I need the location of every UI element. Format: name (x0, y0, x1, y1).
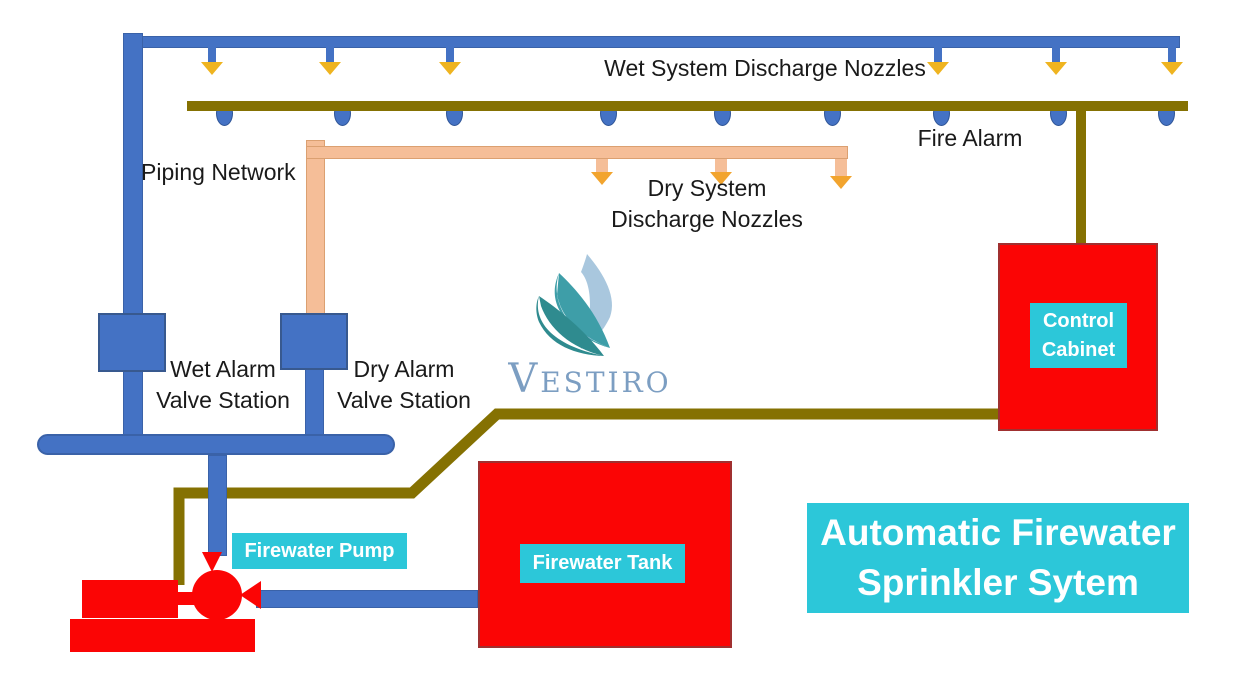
dry-valve-station-label: Dry Alarm Valve Station (328, 354, 480, 416)
fire-alarm-line (187, 101, 1188, 111)
fire-alarm-label: Fire Alarm (917, 125, 1023, 151)
piping-network-label: Piping Network (141, 159, 296, 185)
wet-nozzle-stub (934, 47, 942, 62)
logo-wordmark: VESTIRO (508, 356, 672, 402)
main-riser-pipe (123, 33, 143, 435)
dry-system-nozzles-label-line2: Discharge Nozzles (611, 206, 803, 232)
wet-nozzle-icon (201, 62, 223, 75)
fire-alarm-drop-line (1076, 107, 1086, 244)
diagram-title-line1: Automatic Firewater (820, 512, 1176, 553)
wet-valve-station-label-line2: Valve Station (156, 387, 290, 413)
dry-system-nozzles-label: Dry System Discharge Nozzles (607, 173, 807, 235)
suction-header-pipe (37, 434, 395, 455)
dry-nozzle-stub (835, 158, 847, 176)
tank-suction-pipe (256, 590, 478, 608)
dry-valve-station-label-line1: Dry Alarm (353, 356, 455, 382)
wet-nozzle-stub (208, 47, 216, 62)
diagram-title-line2: Sprinkler Sytem (857, 562, 1139, 603)
firewater-tank-label: Firewater Tank (520, 544, 685, 583)
pump-impeller-casing (192, 570, 242, 620)
dry-nozzle-stub (596, 158, 608, 172)
wet-nozzle-stub (326, 47, 334, 62)
wet-nozzle-stub (1052, 47, 1060, 62)
dry-valve-drop-pipe (305, 368, 324, 435)
wet-system-nozzles-label: Wet System Discharge Nozzles (604, 55, 926, 81)
pump-inlet-cone (202, 552, 222, 572)
wet-nozzle-stub (446, 47, 454, 62)
logo-leaf-dark-teal (536, 296, 604, 356)
logo-leaf-teal (554, 273, 610, 348)
wet-nozzle-icon (439, 62, 461, 75)
dry-nozzle-stub (715, 158, 727, 172)
pump-shaft (176, 592, 196, 605)
dry-nozzle-icon (710, 172, 732, 185)
dry-nozzle-icon (830, 176, 852, 189)
wet-valve-station-label-line1: Wet Alarm (170, 356, 276, 382)
pump-riser-pipe (208, 455, 227, 556)
firewater-pump-label: Firewater Pump (232, 533, 407, 569)
wet-nozzle-stub (1168, 47, 1176, 62)
dry-valve-station-label-line2: Valve Station (337, 387, 471, 413)
wet-nozzle-icon (319, 62, 341, 75)
pump-base-skid (70, 619, 255, 652)
control-conduit-path (173, 408, 998, 585)
control-cabinet-label: Control Cabinet (1030, 303, 1127, 368)
wet-nozzle-icon (1045, 62, 1067, 75)
logo-leaves (536, 254, 613, 356)
diagram-title: Automatic Firewater Sprinkler Sytem (807, 503, 1189, 613)
wet-nozzle-icon (927, 62, 949, 75)
dry-branch-pipe (306, 146, 848, 159)
wet-ceiling-pipe (123, 36, 1180, 48)
pump-motor-block (82, 580, 178, 618)
dry-system-nozzles-label-line1: Dry System (647, 175, 767, 201)
pump-outlet-cone (240, 581, 261, 609)
control-cabinet-label-line1: Control (1042, 309, 1115, 332)
wet-alarm-valve (98, 313, 166, 372)
wet-nozzle-icon (1161, 62, 1183, 75)
dry-alarm-valve (280, 313, 348, 370)
dry-nozzle-icon (591, 172, 613, 185)
control-cabinet-label-line2: Cabinet (1041, 338, 1116, 361)
wet-valve-station-label: Wet Alarm Valve Station (147, 354, 299, 416)
